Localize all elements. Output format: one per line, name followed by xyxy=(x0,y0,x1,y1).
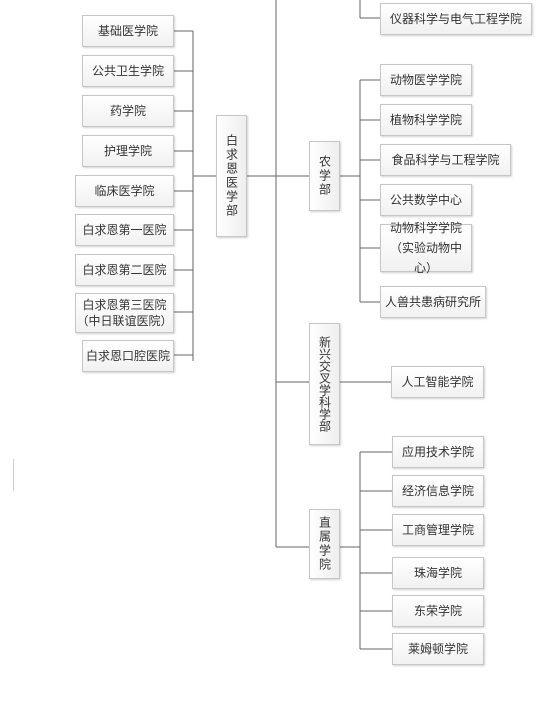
unit-zoonosis-institute: 人兽共患病研究所 xyxy=(380,286,486,318)
unit-third-hospital: 白求恩第三医院 （中日联谊医院） xyxy=(75,293,174,333)
dept-direct: 直属学院 xyxy=(309,509,340,579)
unit-basic-medicine: 基础医学院 xyxy=(82,15,174,47)
dept-interdisciplinary: 新兴交叉学科学部 xyxy=(309,323,340,445)
unit-animal-medicine: 动物医学学院 xyxy=(380,64,472,96)
unit-nursing: 护理学院 xyxy=(82,135,174,167)
unit-zhuhai: 珠海学院 xyxy=(392,557,484,589)
unit-economic-information: 经济信息学院 xyxy=(392,475,484,507)
dept-agriculture: 农学部 xyxy=(309,141,340,211)
unit-lambton: 莱姆顿学院 xyxy=(392,633,484,665)
unit-first-hospital: 白求恩第一医院 xyxy=(75,214,174,246)
unit-instrument-electrical: 仪器科学与电气工程学院 xyxy=(380,3,532,35)
unit-dongrong: 东荣学院 xyxy=(392,595,484,627)
unit-public-health: 公共卫生学院 xyxy=(82,55,174,87)
dept-baiqiuen: 白求恩医学部 xyxy=(216,115,247,237)
unit-business-management: 工商管理学院 xyxy=(392,514,484,546)
unit-plant-science: 植物科学学院 xyxy=(380,104,472,136)
unit-animal-science: 动物科学学院 （实验动物中心） xyxy=(380,221,472,275)
unit-artificial-intelligence: 人工智能学院 xyxy=(391,366,484,398)
unit-food-science: 食品科学与工程学院 xyxy=(380,144,511,176)
scrollbar-fragment xyxy=(13,459,14,491)
unit-stomatology-hospital: 白求恩口腔医院 xyxy=(82,340,174,372)
unit-applied-technology: 应用技术学院 xyxy=(392,436,484,468)
unit-public-math: 公共数学中心 xyxy=(380,184,472,216)
unit-second-hospital: 白求恩第二医院 xyxy=(75,254,174,286)
unit-pharmacy: 药学院 xyxy=(82,95,174,127)
unit-clinical-medicine: 临床医学院 xyxy=(75,175,174,207)
